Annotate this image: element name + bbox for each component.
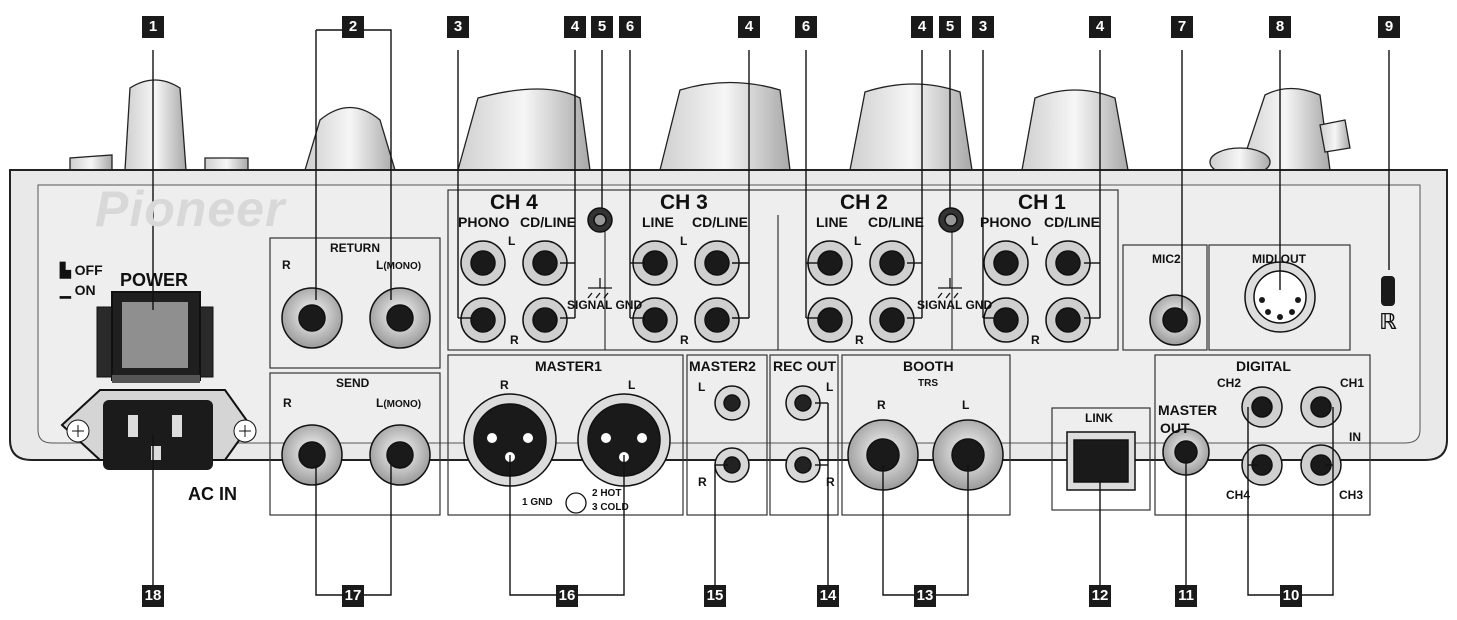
booth-l-label: L: [962, 398, 970, 412]
callout-6b: 6: [795, 16, 817, 38]
callout-8: 8: [1269, 16, 1291, 38]
lock-icon: ℝ: [1379, 310, 1397, 335]
digital-label: DIGITAL: [1236, 358, 1291, 374]
return-label: RETURN: [330, 241, 380, 255]
digital-ch2-label: CH2: [1217, 376, 1242, 390]
security-slot: [1381, 276, 1395, 306]
xlr-gnd-label: 1 GND: [522, 497, 553, 508]
ch2-l-label: L: [854, 234, 862, 248]
ch2-r-label: R: [855, 333, 864, 347]
callout-4b: 4: [738, 16, 760, 38]
callout-10: 10: [1280, 585, 1302, 607]
ch4-cdline-label: CD/LINE: [520, 214, 576, 230]
callout-3b: 3: [972, 16, 994, 38]
digital-ch3-label: CH3: [1339, 488, 1364, 502]
ch4-l-label: L: [508, 234, 516, 248]
mic2-label: MIC2: [1152, 252, 1181, 266]
ch4-phono-label: PHONO: [458, 214, 510, 230]
rec-out-r-label: R: [826, 475, 835, 489]
callout-4c: 4: [911, 16, 933, 38]
ch2-cdline-label: CD/LINE: [868, 214, 924, 230]
ch3-cdline-label: CD/LINE: [692, 214, 748, 230]
xlr-hot-label: 2 HOT: [592, 488, 622, 499]
digital-ch1-label: CH1: [1340, 376, 1365, 390]
ch3-r-label: R: [680, 333, 689, 347]
link-label: LINK: [1085, 411, 1113, 425]
send-l-label: L(MONO): [376, 396, 422, 410]
trs-label: TRS: [918, 378, 938, 389]
jacks: [281, 207, 1342, 491]
ac-inlet-drawing: [60, 389, 257, 470]
master2-r-label: R: [698, 475, 707, 489]
ch3-label: CH 3: [660, 191, 708, 214]
master2-label: MASTER2: [689, 358, 756, 374]
callout-1: 1: [142, 16, 164, 38]
callout-18: 18: [142, 585, 164, 607]
ch2-label: CH 2: [840, 191, 888, 214]
ch1-cdline-label: CD/LINE: [1044, 214, 1100, 230]
midi-out-label: MIDI OUT: [1252, 252, 1306, 266]
ch1-l-label: L: [1031, 234, 1039, 248]
rec-out-label: REC OUT: [773, 358, 836, 374]
callout-2: 2: [342, 16, 364, 38]
ch2-line-label: LINE: [816, 214, 848, 230]
callout-9: 9: [1378, 16, 1400, 38]
return-r-label: R: [282, 258, 291, 272]
ac-in-label: AC IN: [188, 484, 237, 504]
callout-13: 13: [914, 585, 936, 607]
send-label: SEND: [336, 376, 370, 390]
callout-12: 12: [1089, 585, 1111, 607]
signal-gnd-label-1: SIGNAL GND: [567, 298, 643, 312]
booth-r-label: R: [877, 398, 886, 412]
on-label: ▁ ON: [60, 282, 96, 298]
power-switch-drawing: [96, 291, 214, 383]
booth-label: BOOTH: [903, 358, 954, 374]
callout-5b: 5: [939, 16, 961, 38]
rec-out-l-label: L: [826, 380, 834, 394]
callout-14: 14: [817, 585, 839, 607]
callout-4d: 4: [1089, 16, 1111, 38]
off-label: ▙ OFF: [60, 262, 103, 278]
ch3-line-label: LINE: [642, 214, 674, 230]
send-r-label: R: [283, 396, 292, 410]
callout-7: 7: [1171, 16, 1193, 38]
power-label: POWER: [120, 270, 189, 290]
callout-5: 5: [591, 16, 613, 38]
ch1-phono-label: PHONO: [980, 214, 1032, 230]
callout-16: 16: [556, 585, 578, 607]
return-l-label: L(MONO): [376, 258, 422, 272]
brand-logo: Pioneer: [95, 181, 286, 237]
master1-l-label: L: [628, 378, 636, 392]
master1-r-label: R: [500, 378, 509, 392]
leader-lines: [152, 29, 1390, 596]
signal-gnd-label-2: SIGNAL GND: [917, 298, 993, 312]
callout-6: 6: [619, 16, 641, 38]
callout-4: 4: [564, 16, 586, 38]
callout-3: 3: [447, 16, 469, 38]
ch3-l-label: L: [680, 234, 688, 248]
ch1-label: CH 1: [1018, 191, 1066, 214]
ch4-r-label: R: [510, 333, 519, 347]
xlr-cold-label: 3 COLD: [592, 502, 629, 513]
digital-in-label: IN: [1349, 430, 1361, 444]
callout-15: 15: [704, 585, 726, 607]
master2-l-label: L: [698, 380, 706, 394]
master-out-label-2: OUT: [1160, 420, 1190, 436]
master-out-label-1: MASTER: [1158, 402, 1218, 418]
digital-ch4-label: CH4: [1226, 488, 1251, 502]
callout-17: 17: [342, 585, 364, 607]
master1-label: MASTER1: [535, 358, 602, 374]
top-knobs: [69, 79, 1351, 177]
ch4-label: CH 4: [490, 191, 538, 214]
callout-11: 11: [1175, 585, 1197, 607]
ch1-r-label: R: [1031, 333, 1040, 347]
